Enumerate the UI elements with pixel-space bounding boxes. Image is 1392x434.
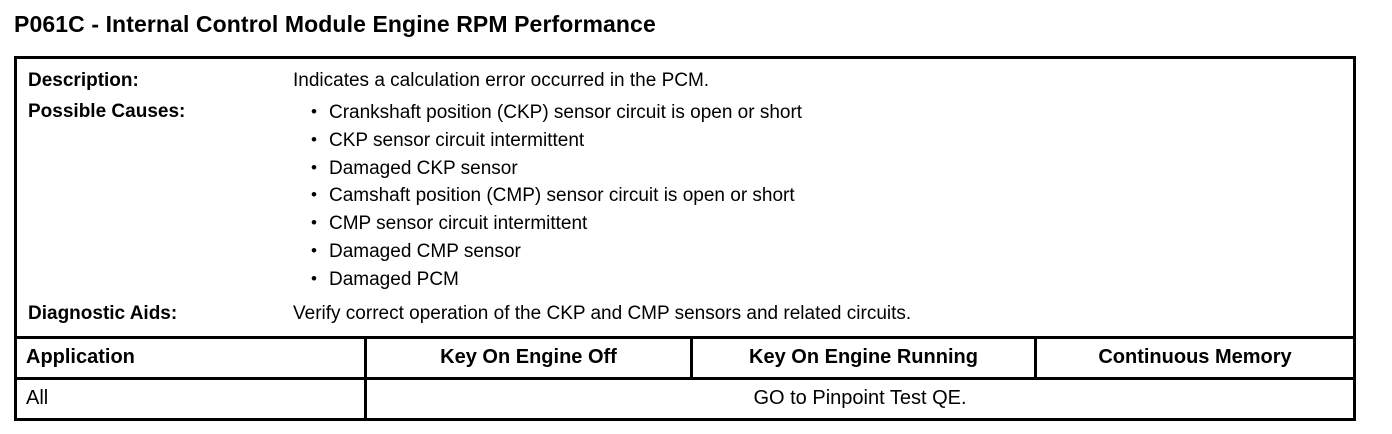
possible-causes-value: Crankshaft position (CKP) sensor circuit… <box>293 98 1353 294</box>
table-row: All GO to Pinpoint Test QE. <box>17 376 1353 418</box>
list-item: Camshaft position (CMP) sensor circuit i… <box>311 181 1353 210</box>
column-header-continuous-memory: Continuous Memory <box>1098 345 1292 368</box>
description-value: Indicates a calculation error occurred i… <box>293 70 710 91</box>
list-item: Damaged CKP sensor <box>311 154 1353 183</box>
description-row: Description: Indicates a calculation err… <box>17 59 1353 94</box>
list-item: Crankshaft position (CKP) sensor circuit… <box>311 98 1353 127</box>
description-label: Description: <box>28 70 139 91</box>
table-header-row: Application Key On Engine Off Key On Eng… <box>17 335 1353 377</box>
list-item: CKP sensor circuit intermittent <box>311 126 1353 155</box>
column-header-application: Application <box>17 338 367 377</box>
diagnostic-aids-value: Verify correct operation of the CKP and … <box>293 302 912 324</box>
dtc-table: Description: Indicates a calculation err… <box>14 56 1356 421</box>
diagnostic-aids-row: Diagnostic Aids: Verify correct operatio… <box>17 294 1353 336</box>
dtc-info-block: Description: Indicates a calculation err… <box>17 59 1353 336</box>
column-header-key-on-engine-running: Key On Engine Running <box>693 338 1037 377</box>
cell-application: All <box>17 379 367 418</box>
page-title: P061C - Internal Control Module Engine R… <box>14 11 656 37</box>
possible-causes-label: Possible Causes: <box>28 101 186 122</box>
possible-causes-list: Crankshaft position (CKP) sensor circuit… <box>293 98 1353 294</box>
list-item: Damaged CMP sensor <box>311 237 1353 266</box>
diagnostic-aids-label: Diagnostic Aids: <box>28 302 178 324</box>
column-header-key-on-engine-off: Key On Engine Off <box>367 338 693 377</box>
cell-test-result: GO to Pinpoint Test QE. <box>753 386 967 409</box>
possible-causes-row: Possible Causes: Crankshaft position (CK… <box>17 94 1353 294</box>
list-item: CMP sensor circuit intermittent <box>311 209 1353 238</box>
list-item: Damaged PCM <box>311 265 1353 294</box>
